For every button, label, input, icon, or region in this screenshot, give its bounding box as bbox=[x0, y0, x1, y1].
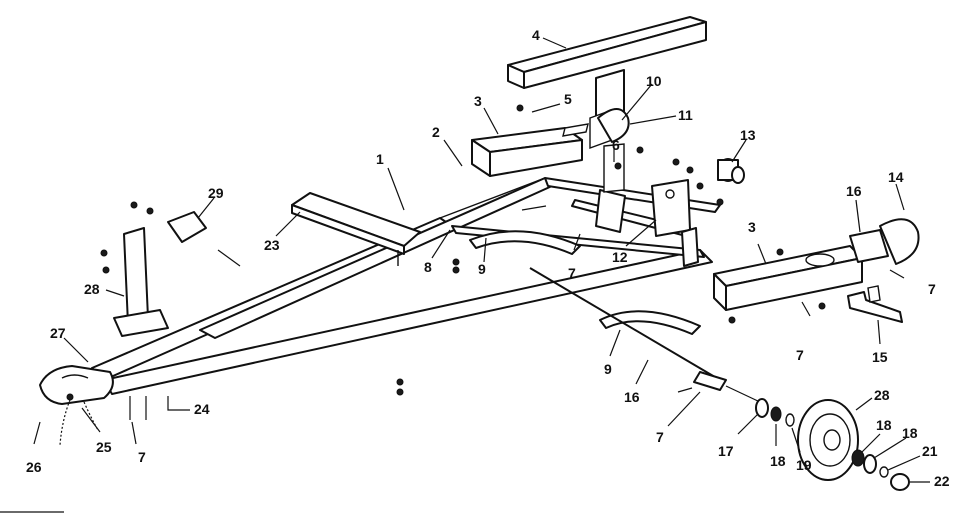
bracket-vertical bbox=[681, 227, 699, 267]
callout-21: 21 bbox=[922, 443, 938, 459]
wheel bbox=[797, 399, 859, 481]
callout-17: 17 bbox=[718, 443, 734, 459]
callout-7-lower: 7 bbox=[796, 347, 804, 363]
callout-18-mid: 18 bbox=[876, 417, 892, 433]
bearing-cap bbox=[851, 449, 910, 491]
bunk-bracket-upper bbox=[471, 127, 583, 177]
callout-9-lower: 9 bbox=[604, 361, 612, 377]
callout-labels: 1 2 3 3 4 5 6 7 7 7 7 7 8 9 9 10 11 12 bbox=[26, 27, 950, 489]
callout-12: 12 bbox=[612, 249, 628, 265]
callout-2: 2 bbox=[432, 124, 440, 140]
callout-15: 15 bbox=[872, 349, 888, 365]
callout-27: 27 bbox=[50, 325, 66, 341]
callout-16-light: 16 bbox=[846, 183, 862, 199]
callout-5: 5 bbox=[564, 91, 572, 107]
hardware-bolts bbox=[100, 104, 905, 420]
callout-7-front: 7 bbox=[138, 449, 146, 465]
callout-1: 1 bbox=[376, 151, 384, 167]
tail-light bbox=[849, 218, 920, 265]
callout-23: 23 bbox=[264, 237, 280, 253]
callout-9-upper: 9 bbox=[478, 261, 486, 277]
callout-19: 19 bbox=[796, 457, 812, 473]
callout-18-right: 18 bbox=[902, 425, 918, 441]
callout-25: 25 bbox=[96, 439, 112, 455]
rear-cross-member bbox=[713, 245, 863, 311]
leaf-spring-upper bbox=[469, 230, 581, 255]
callout-3-rear: 3 bbox=[748, 219, 756, 235]
callout-3-upper: 3 bbox=[474, 93, 482, 109]
callout-7-right: 7 bbox=[928, 281, 936, 297]
coupler-assembly bbox=[39, 365, 114, 405]
a-frame-tongue bbox=[91, 177, 721, 395]
callout-18-left: 18 bbox=[770, 453, 786, 469]
front-bunk-board bbox=[291, 192, 421, 266]
callout-28-jack: 28 bbox=[84, 281, 100, 297]
bunk-bracket-12 bbox=[651, 179, 691, 237]
callout-8: 8 bbox=[424, 259, 432, 275]
leaf-spring-lower bbox=[599, 310, 701, 335]
callout-29: 29 bbox=[208, 185, 224, 201]
callout-26: 26 bbox=[26, 459, 42, 475]
callout-11: 11 bbox=[678, 107, 693, 123]
bunk-bracket-plate bbox=[562, 108, 630, 193]
callout-13: 13 bbox=[740, 127, 756, 143]
jack-bracket bbox=[167, 211, 207, 243]
jack-stand bbox=[113, 227, 169, 337]
axle-spindle bbox=[529, 267, 761, 403]
winch-roller bbox=[717, 158, 745, 184]
callout-22: 22 bbox=[934, 473, 950, 489]
callout-28-wheel: 28 bbox=[874, 387, 890, 403]
callout-24: 24 bbox=[194, 401, 210, 417]
callout-16-axle: 16 bbox=[624, 389, 640, 405]
callout-7-center: 7 bbox=[568, 265, 576, 281]
license-plate-bracket bbox=[847, 285, 903, 323]
callout-4: 4 bbox=[532, 27, 540, 43]
callout-7-axle: 7 bbox=[656, 429, 664, 445]
callout-14: 14 bbox=[888, 169, 904, 185]
callout-10: 10 bbox=[646, 73, 662, 89]
hub-parts bbox=[755, 398, 795, 427]
callout-6: 6 bbox=[612, 137, 620, 153]
